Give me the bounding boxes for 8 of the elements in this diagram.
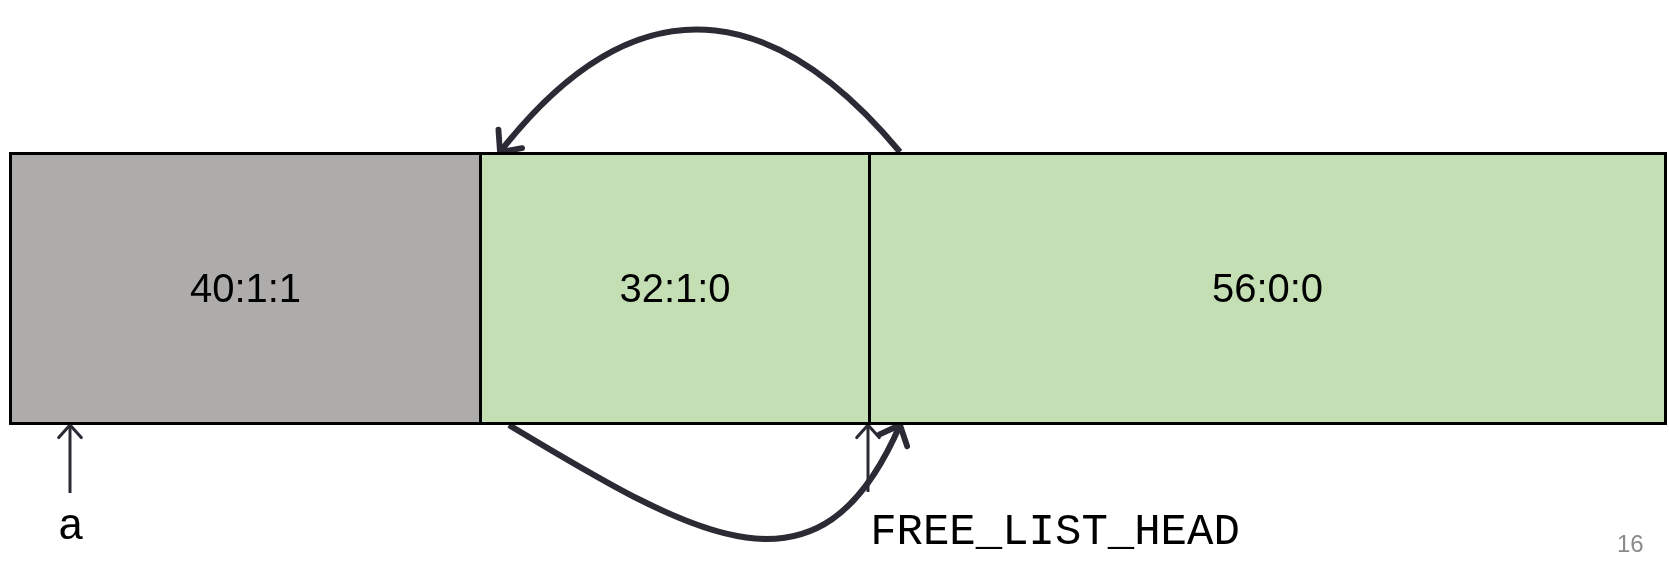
page-number: 16 (1617, 530, 1644, 558)
memory-block: 56:0:0 (868, 152, 1667, 425)
arrow (57, 423, 83, 493)
pointer-label: a (56, 505, 86, 549)
pointer-label: FREE_LIST_HEAD (855, 510, 1255, 554)
memory-block: 32:1:0 (479, 152, 871, 425)
memory-block: 40:1:1 (9, 152, 482, 425)
arrow (855, 423, 881, 492)
